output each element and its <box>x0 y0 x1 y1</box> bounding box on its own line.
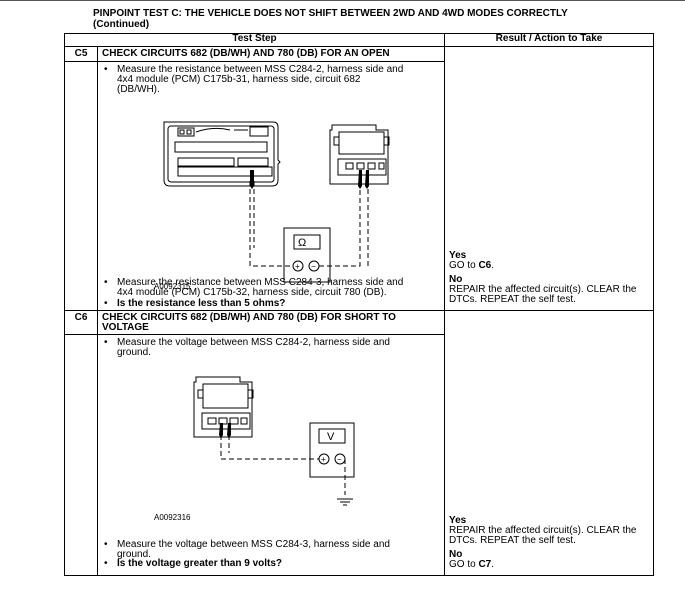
no-label: No <box>449 274 463 285</box>
title-line-1: PINPOINT TEST C: THE VEHICLE DOES NOT SH… <box>93 8 568 19</box>
header-result: Result / Action to Take <box>444 33 654 47</box>
yes-label: Yes <box>449 250 467 261</box>
question-text: Is the resistance less than 5 ohms? <box>117 298 286 309</box>
bullet-icon: • <box>104 277 108 288</box>
step-id: C6 <box>64 309 98 336</box>
step-c5-body-row: • Measure the resistance between MSS C28… <box>64 61 654 311</box>
instruction-text: Measure the resistance between MSS C284-… <box>117 64 404 95</box>
resistance-diagram: Ω + − A0092315 <box>154 121 390 291</box>
question-text: Is the voltage greater than 9 volts? <box>117 558 283 570</box>
no-label: No <box>449 549 463 560</box>
result-yes: Yes GO to C6. <box>449 251 649 271</box>
bullet-icon: • <box>104 539 108 551</box>
instruction-text: Measure the resistance between MSS C284-… <box>117 277 404 298</box>
step-title: CHECK CIRCUITS 682 (DB/WH) AND 780 (DB) … <box>97 309 445 336</box>
no-prefix: GO to <box>449 559 479 570</box>
bullet-icon: • <box>104 64 108 75</box>
result-no: No GO to C7. <box>449 550 649 570</box>
table-header-row: Test Step Result / Action to Take <box>64 33 654 47</box>
step-c5-header-row: C5 CHECK CIRCUITS 682 (DB/WH) AND 780 (D… <box>64 46 654 311</box>
title-line-2: (Continued) <box>93 19 150 30</box>
step-c5-result-cell: Yes GO to C6. No REPAIR the affected cir… <box>444 46 654 311</box>
step-title: CHECK CIRCUITS 682 (DB/WH) AND 780 (DB) … <box>97 46 445 62</box>
svg-text:+: + <box>295 262 300 271</box>
step-c5-body: • Measure the resistance between MSS C28… <box>97 61 445 311</box>
result-no: No REPAIR the affected circuit(s). CLEAR… <box>449 275 649 305</box>
step-c6-body-row: • Measure the voltage between MSS C284-2… <box>64 334 654 576</box>
bullet-icon: • <box>104 337 108 349</box>
pinpoint-test-title: PINPOINT TEST C: THE VEHICLE DOES NOT SH… <box>93 8 568 30</box>
instruction-text: Measure the voltage between MSS C284-2, … <box>117 337 390 359</box>
bullet-icon: • <box>104 558 108 570</box>
ohm-meter-symbol: Ω <box>298 237 306 249</box>
bullet-icon: • <box>104 298 108 309</box>
figure-id: A0092316 <box>154 513 191 522</box>
volt-meter-symbol: V <box>327 431 335 443</box>
instruction-text: Measure the voltage between MSS C284-3, … <box>117 539 390 561</box>
svg-text:+: + <box>321 455 326 464</box>
svg-text:−: − <box>311 262 316 271</box>
step-c6-header-row: C6 CHECK CIRCUITS 682 (DB/WH) AND 780 (D… <box>64 309 654 576</box>
header-test-step: Test Step <box>64 33 445 47</box>
no-text-line: DTCs. REPEAT the self test. <box>449 294 576 305</box>
step-id: C5 <box>64 46 98 62</box>
voltage-diagram: V + − A0092316 <box>154 376 355 522</box>
no-text-line: REPAIR the affected circuit(s). CLEAR th… <box>449 284 637 295</box>
figure-id: A0092315 <box>154 282 191 291</box>
yes-label: Yes <box>449 515 467 526</box>
goto-step-link[interactable]: C7 <box>478 559 492 570</box>
test-table: Test Step Result / Action to Take C5 CHE… <box>64 33 654 576</box>
yes-prefix: GO to <box>449 260 479 271</box>
svg-text:−: − <box>337 455 342 464</box>
yes-text-line: REPAIR the affected circuit(s). CLEAR th… <box>449 525 637 536</box>
top-rule <box>0 0 685 1</box>
yes-text-line: DTCs. REPEAT the self test. <box>449 535 576 546</box>
result-yes: Yes REPAIR the affected circuit(s). CLEA… <box>449 516 649 546</box>
step-c6-body: • Measure the voltage between MSS C284-2… <box>97 334 445 576</box>
goto-step-link[interactable]: C6 <box>478 260 492 271</box>
step-c6-result-cell: Yes REPAIR the affected circuit(s). CLEA… <box>444 310 654 576</box>
